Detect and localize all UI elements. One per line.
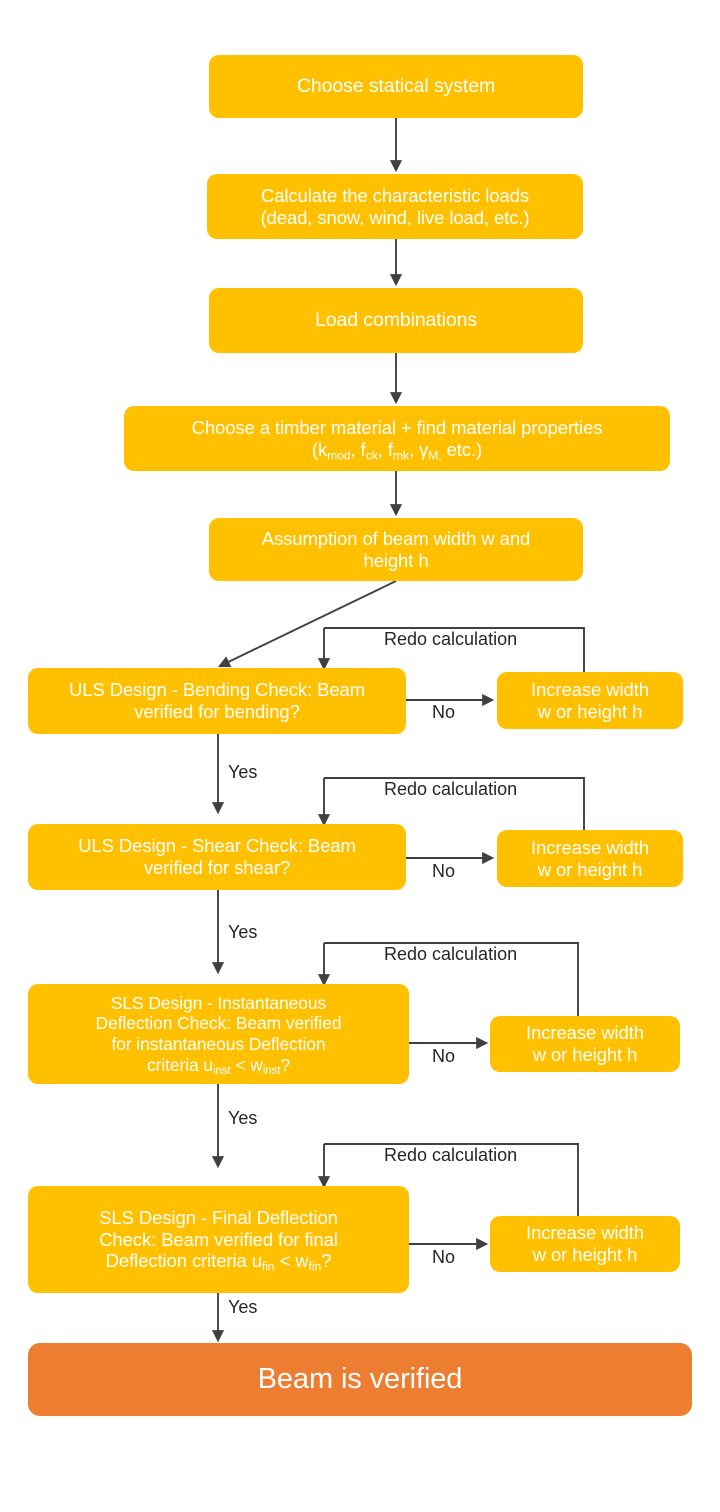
edge-label-yes-4: Yes [228,1297,258,1317]
node-label-line3: Deflection criteria ufin < wfin? [105,1250,332,1274]
subscript-mk: mk [392,447,409,462]
node-label-line4: criteria uinst < winst? [146,1054,291,1077]
node-choose-timber-material[interactable]: Choose a timber material + find material… [124,406,670,471]
edge-label-redo-1: Redo calculation [384,629,518,649]
material-f-mk: , f [377,438,393,460]
criteria-prefix: Deflection criteria u [105,1250,262,1272]
node-label-line1: Assumption of beam width w and [261,527,531,549]
subscript-M: M, [428,447,442,462]
subscript-w-fin: fin [308,1259,322,1274]
node-label-line2: w or height h [537,858,643,880]
subscript-u-inst: inst [213,1064,231,1077]
node-label: SLS Design - Final Deflection Check: Bea… [36,1206,401,1274]
node-uls-shear-check[interactable]: ULS Design - Shear Check: Beam verified … [28,824,406,890]
criteria-mid: < w [230,1054,263,1075]
criteria-suffix: ? [321,1250,332,1272]
material-f-ck: , f [350,438,366,460]
edge-label-redo-3: Redo calculation [384,944,518,964]
material-gamma: , γ [408,438,429,460]
node-increase-width-bending[interactable]: Increase width w or height h [497,672,683,729]
subscript-w-inst: inst [262,1064,281,1077]
node-label: Increase width w or height h [505,679,675,723]
node-label: Increase width w or height h [498,1222,672,1266]
edge-label-no-2: No [432,861,456,881]
edge-label-no-1: No [432,702,456,722]
criteria-suffix: ? [280,1054,291,1075]
node-label: Calculate the characteristic loads (dead… [215,185,575,229]
node-load-combinations[interactable]: Load combinations [209,288,583,353]
edge-assumption-to-bending [217,580,397,668]
node-label-line1: ULS Design - Bending Check: Beam [68,679,366,701]
node-sls-instantaneous-deflection-check[interactable]: SLS Design - Instantaneous Deflection Ch… [28,984,409,1084]
edge-label-redo-2: Redo calculation [384,779,518,799]
node-label-line1: Choose a timber material + find material… [191,416,603,438]
node-label-line1: Increase width [531,678,649,700]
node-label: Increase width w or height h [498,1022,672,1066]
subscript-mod: mod [327,447,351,462]
subscript-u-fin: fin [261,1259,275,1274]
node-label: Choose a timber material + find material… [132,417,662,461]
node-label: Choose statical system [296,75,496,97]
node-label-line1: Increase width [526,1222,644,1244]
node-label-line1: Increase width [531,836,649,858]
material-prefix: (k [311,438,328,460]
node-assumption-beam-dimensions[interactable]: Assumption of beam width w and height h [209,518,583,581]
node-label: Assumption of beam width w and height h [217,528,575,572]
node-label-line2: verified for shear? [143,857,291,878]
edge-label-yes-2: Yes [228,922,258,942]
node-label-line3: for instantaneous Deflection [111,1034,326,1054]
node-label-line2: w or height h [532,1044,638,1065]
node-label: SLS Design - Instantaneous Deflection Ch… [36,992,401,1077]
node-label-line1: SLS Design - Instantaneous [110,992,327,1013]
edge-label-yes-1: Yes [228,762,258,782]
node-beam-is-verified[interactable]: Beam is verified [28,1343,692,1416]
node-increase-width-final[interactable]: Increase width w or height h [490,1216,680,1272]
node-label-line2: Deflection Check: Beam verified [95,1013,342,1034]
node-label-line2: height h [363,549,429,571]
edge-label-no-3: No [432,1046,456,1066]
node-increase-width-instantaneous[interactable]: Increase width w or height h [490,1016,680,1072]
node-sls-final-deflection-check[interactable]: SLS Design - Final Deflection Check: Bea… [28,1186,409,1293]
node-label-line1: Calculate the characteristic loads [260,184,530,206]
node-label-line2: Check: Beam verified for final [99,1228,338,1250]
node-uls-bending-check[interactable]: ULS Design - Bending Check: Beam verifie… [28,668,406,734]
node-label: ULS Design - Bending Check: Beam verifie… [36,679,398,723]
node-increase-width-shear[interactable]: Increase width w or height h [497,830,683,887]
edge-label-yes-3: Yes [228,1108,258,1128]
node-choose-statical-system[interactable]: Choose statical system [209,55,583,118]
node-label: Increase width w or height h [505,837,675,881]
node-label: Beam is verified [257,1363,463,1396]
node-label-line2: (dead, snow, wind, live load, etc.) [260,206,530,228]
node-label-line1: SLS Design - Final Deflection [99,1206,338,1228]
node-calculate-characteristic-loads[interactable]: Calculate the characteristic loads (dead… [207,174,583,239]
criteria-mid: < w [274,1250,309,1272]
node-label-line2: w or height h [532,1244,638,1265]
node-label-line1: Increase width [526,1022,644,1044]
node-label-line2: (kmod, fck, fmk, γM, etc.) [311,438,483,462]
subscript-ck: ck [365,447,378,462]
criteria-prefix: criteria u [146,1054,214,1075]
node-label: Load combinations [315,309,477,331]
node-label: ULS Design - Shear Check: Beam verified … [36,835,398,879]
edge-label-no-4: No [432,1247,456,1267]
node-label-line1: ULS Design - Shear Check: Beam [78,835,356,857]
edge-label-redo-4: Redo calculation [384,1145,518,1165]
node-label-line2: verified for bending? [134,701,300,722]
material-suffix: etc.) [441,438,483,460]
node-label-line2: w or height h [537,700,643,722]
